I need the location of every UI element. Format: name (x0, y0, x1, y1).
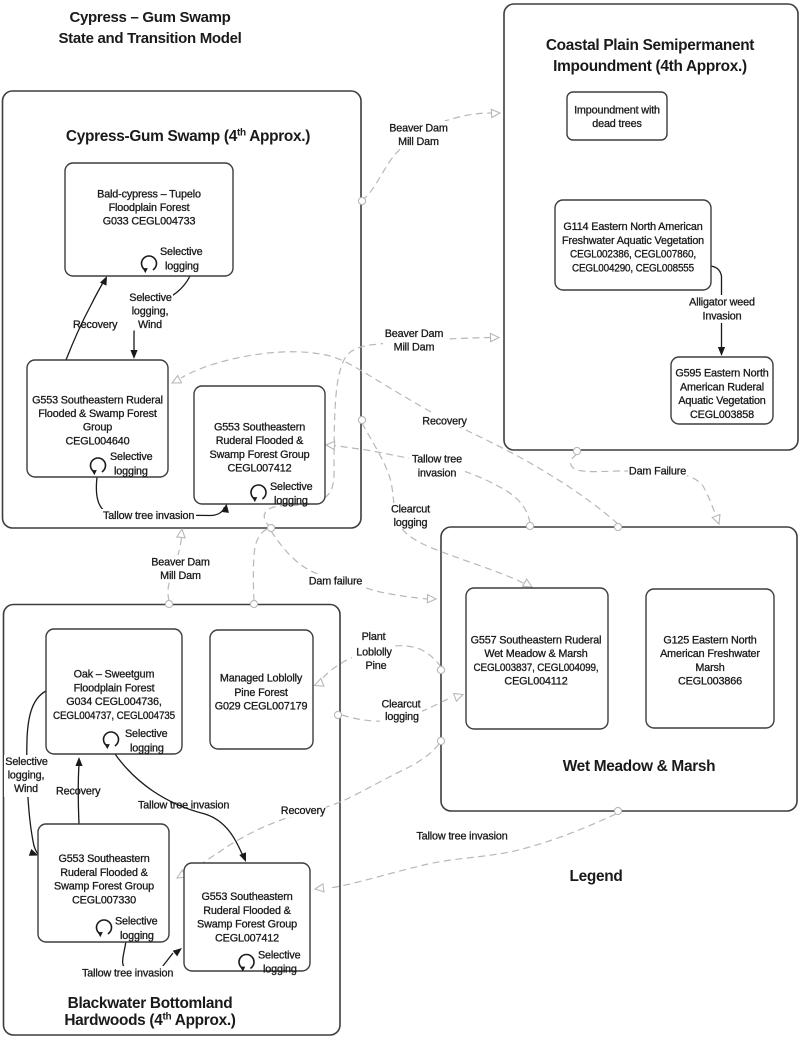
svg-text:logging: logging (385, 711, 419, 723)
svg-text:Ruderal Flooded &: Ruderal Flooded & (216, 435, 304, 447)
svg-text:American Ruderal: American Ruderal (680, 381, 764, 393)
svg-text:Pine Forest: Pine Forest (234, 687, 288, 699)
svg-text:Selective: Selective (270, 481, 313, 493)
svg-text:G553 Southeastern: G553 Southeastern (58, 853, 149, 865)
svg-text:Ruderal Flooded &: Ruderal Flooded & (203, 905, 291, 917)
svg-text:CEGL003837, CEGL004099,: CEGL003837, CEGL004099, (474, 662, 599, 674)
svg-text:logging: logging (114, 466, 148, 478)
svg-text:Ruderal Flooded &: Ruderal Flooded & (60, 867, 148, 879)
svg-text:G557 Southeastern Ruderal: G557 Southeastern Ruderal (471, 635, 602, 647)
svg-text:logging: logging (394, 517, 428, 529)
svg-text:CEGL004737, CEGL004735: CEGL004737, CEGL004735 (53, 710, 175, 722)
svg-text:Beaver Dam: Beaver Dam (385, 328, 444, 340)
svg-text:Group: Group (83, 422, 112, 434)
svg-text:G553 Southeastern: G553 Southeastern (201, 891, 292, 903)
svg-text:Freshwater Aquatic Vegetation: Freshwater Aquatic Vegetation (562, 235, 704, 247)
svg-text:Selective: Selective (258, 950, 301, 962)
svg-text:CEGL004112: CEGL004112 (504, 676, 567, 688)
svg-text:Oak – Sweetgum: Oak – Sweetgum (74, 669, 155, 681)
svg-text:Flooded & Swamp Forest: Flooded & Swamp Forest (38, 408, 157, 420)
svg-text:Wind: Wind (14, 783, 38, 795)
svg-text:CEGL007330: CEGL007330 (72, 894, 136, 906)
svg-text:Floodplain Forest: Floodplain Forest (109, 202, 190, 214)
svg-text:logging: logging (120, 930, 154, 942)
svg-text:CEGL004290, CEGL008555: CEGL004290, CEGL008555 (572, 262, 694, 274)
svg-text:Mill Dam: Mill Dam (160, 570, 201, 582)
svg-text:Tallow tree invasion: Tallow tree invasion (82, 968, 173, 980)
svg-text:Pine: Pine (365, 660, 386, 672)
svg-text:Cypress-Gum Swamp (4th Approx.: Cypress-Gum Swamp (4th Approx.) (66, 128, 310, 146)
svg-text:logging: logging (274, 495, 308, 507)
svg-text:CEGL002386, CEGL007860,: CEGL002386, CEGL007860, (570, 249, 696, 261)
svg-text:Dam failure: Dam failure (309, 576, 363, 588)
svg-text:Wind: Wind (138, 319, 162, 331)
svg-text:Impoundment with: Impoundment with (574, 104, 660, 116)
svg-text:Plant: Plant (362, 631, 386, 643)
svg-text:Swamp Forest Group: Swamp Forest Group (210, 449, 310, 461)
svg-text:CEGL004640: CEGL004640 (66, 435, 130, 447)
svg-text:Swamp Forest Group: Swamp Forest Group (197, 919, 297, 931)
svg-text:Mill Dam: Mill Dam (394, 342, 435, 354)
svg-text:logging: logging (130, 743, 164, 755)
svg-text:Impoundment (4th Approx.): Impoundment (4th Approx.) (553, 58, 747, 75)
svg-text:Selective: Selective (115, 916, 158, 928)
svg-text:Tallow tree invasion: Tallow tree invasion (138, 800, 229, 812)
svg-text:Aquatic Vegetation: Aquatic Vegetation (678, 395, 765, 407)
svg-text:G125 Eastern North: G125 Eastern North (663, 635, 756, 647)
svg-text:CEGL007412: CEGL007412 (215, 932, 279, 944)
svg-text:Beaver Dam: Beaver Dam (151, 557, 210, 569)
svg-text:Tallow tree invasion: Tallow tree invasion (103, 510, 194, 522)
svg-text:invasion: invasion (418, 468, 457, 480)
svg-text:CEGL003866: CEGL003866 (678, 676, 742, 688)
svg-text:logging: logging (165, 261, 199, 273)
svg-text:Recovery: Recovery (422, 416, 467, 428)
svg-text:G553 Southeastern: G553 Southeastern (214, 422, 305, 434)
svg-text:American Freshwater: American Freshwater (660, 648, 760, 660)
svg-text:Hardwoods (4th Approx.): Hardwoods (4th Approx.) (64, 1012, 235, 1030)
svg-text:Wet Meadow & Marsh: Wet Meadow & Marsh (484, 648, 587, 660)
svg-text:Marsh: Marsh (695, 662, 724, 674)
svg-text:CEGL003858: CEGL003858 (690, 409, 754, 421)
svg-text:Loblolly: Loblolly (356, 647, 392, 659)
svg-text:Floodplain Forest: Floodplain Forest (74, 682, 155, 694)
svg-text:State and Transition Model: State and Transition Model (58, 30, 241, 47)
svg-text:logging,: logging, (132, 306, 169, 318)
svg-text:G553 Southeastern Ruderal: G553 Southeastern Ruderal (32, 394, 163, 406)
svg-text:Alligator weed: Alligator weed (689, 297, 755, 309)
svg-text:G114 Eastern North American: G114 Eastern North American (563, 221, 702, 233)
svg-text:G595 Eastern North: G595 Eastern North (675, 368, 768, 380)
svg-text:G033 CEGL004733: G033 CEGL004733 (103, 216, 196, 228)
svg-text:Bald-cypress – Tupelo: Bald-cypress – Tupelo (97, 189, 201, 201)
svg-text:Beaver Dam: Beaver Dam (389, 123, 448, 135)
svg-text:Selective: Selective (5, 756, 48, 768)
svg-text:Recovery: Recovery (56, 786, 101, 798)
svg-text:Coastal Plain Semipermanent: Coastal Plain Semipermanent (546, 37, 754, 54)
svg-text:Blackwater Bottomland: Blackwater Bottomland (68, 995, 233, 1012)
svg-text:Selective: Selective (125, 728, 168, 740)
svg-text:logging: logging (263, 964, 297, 976)
svg-text:Invasion: Invasion (702, 311, 741, 323)
svg-text:Swamp Forest Group: Swamp Forest Group (54, 881, 154, 893)
svg-text:Tallow tree invasion: Tallow tree invasion (416, 831, 507, 843)
svg-text:G034 CEGL004736,: G034 CEGL004736, (66, 696, 162, 708)
svg-text:Mill Dam: Mill Dam (398, 136, 439, 148)
svg-text:Cypress – Gum Swamp: Cypress – Gum Swamp (69, 9, 230, 26)
svg-text:Selective: Selective (160, 246, 203, 258)
svg-text:Clearcut: Clearcut (391, 504, 430, 516)
svg-text:Selective: Selective (110, 451, 153, 463)
svg-text:Legend: Legend (570, 868, 623, 885)
svg-text:Clearcut: Clearcut (381, 699, 420, 711)
svg-text:Tallow tree: Tallow tree (412, 454, 462, 466)
svg-text:logging,: logging, (8, 770, 45, 782)
svg-text:CEGL007412: CEGL007412 (228, 463, 292, 475)
svg-text:Dam Failure: Dam Failure (629, 466, 686, 478)
svg-text:dead trees: dead trees (592, 118, 642, 130)
svg-text:Managed Loblolly: Managed Loblolly (220, 673, 303, 685)
svg-text:G029 CEGL007179: G029 CEGL007179 (215, 701, 308, 713)
svg-text:Wet Meadow & Marsh: Wet Meadow & Marsh (563, 758, 716, 775)
svg-text:Recovery: Recovery (281, 805, 326, 817)
svg-text:Recovery: Recovery (73, 319, 118, 331)
svg-text:Selective: Selective (129, 292, 172, 304)
